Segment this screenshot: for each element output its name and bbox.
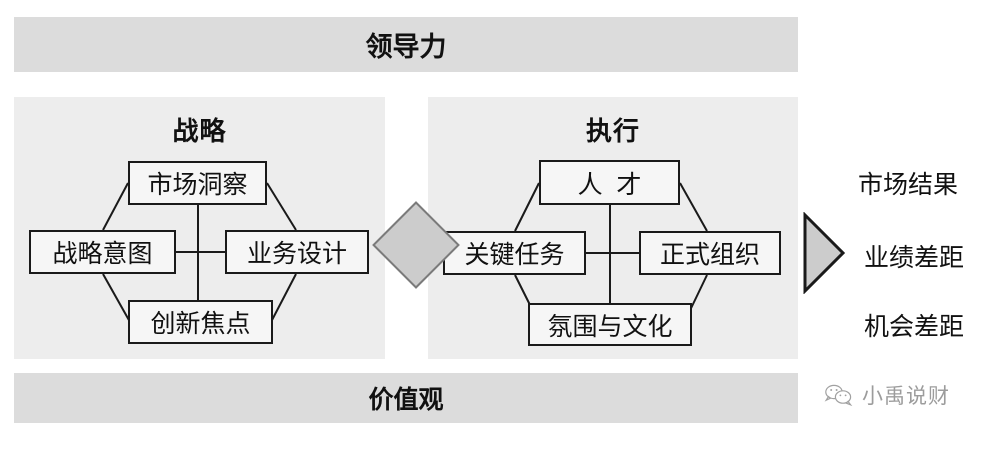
panel-strategy-title: 战略 [172, 116, 227, 146]
node-atmosphere-culture[interactable]: 氛围与文化 [528, 303, 692, 346]
banner-leadership: 领导力 [14, 17, 798, 72]
banner-values: 价值观 [14, 373, 798, 423]
panel-execution-title: 执行 [585, 116, 640, 146]
banner-values-label: 价值观 [368, 386, 444, 414]
node-business-design[interactable]: 业务设计 [225, 230, 369, 274]
node-key-task[interactable]: 关键任务 [443, 231, 586, 275]
node-strategic-intent[interactable]: 战略意图 [29, 230, 176, 274]
right-arrow-icon [803, 212, 846, 294]
node-market-insight[interactable]: 市场洞察 [128, 161, 267, 205]
result-market-outcome: 市场结果 [858, 172, 959, 199]
watermark: 小禹说财 [824, 380, 950, 410]
result-performance-gap: 业绩差距 [864, 245, 965, 272]
banner-leadership-label: 领导力 [365, 32, 447, 62]
result-opportunity-gap: 机会差距 [864, 314, 965, 341]
wechat-icon [824, 384, 853, 407]
node-innovation-focus[interactable]: 创新焦点 [128, 300, 273, 344]
node-formal-organization[interactable]: 正式组织 [639, 231, 781, 275]
node-talent[interactable]: 人才 [539, 160, 680, 205]
watermark-label: 小禹说财 [862, 385, 950, 408]
